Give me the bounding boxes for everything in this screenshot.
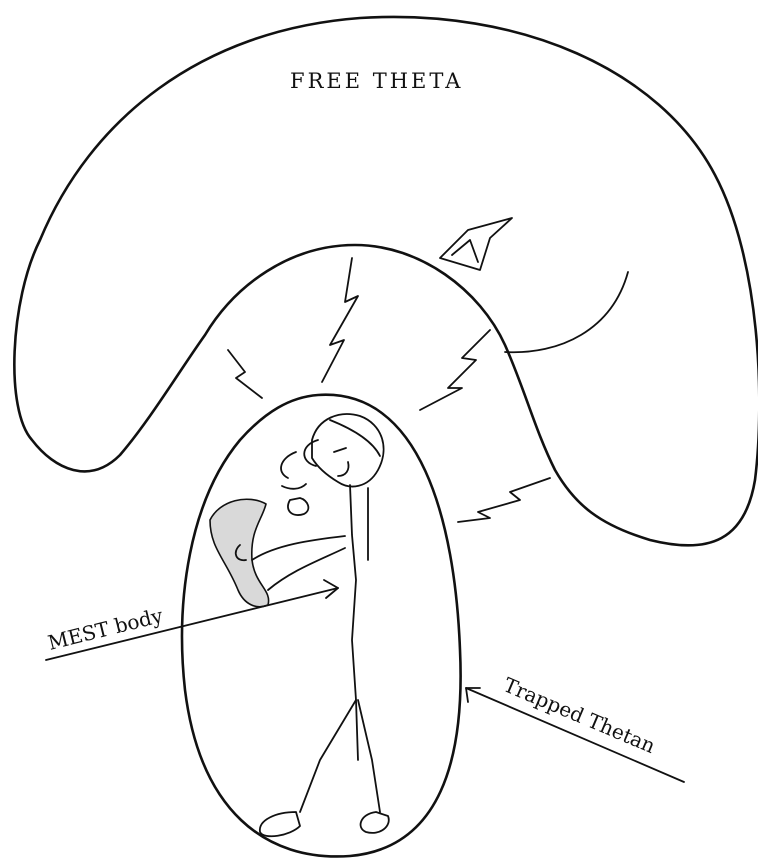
body-cheek [338, 462, 349, 476]
body-chin [288, 498, 308, 515]
trapped-thetan-oval [182, 395, 461, 857]
body-torso-front [350, 485, 358, 760]
body-eye [334, 448, 346, 452]
body-mouth [281, 452, 296, 478]
theta-inner-stroke [505, 272, 628, 352]
body-chin-line [282, 484, 306, 489]
body-sleeve [210, 499, 269, 606]
body-forearm-lower [268, 548, 345, 590]
mest-body-label: MEST body [45, 603, 165, 655]
body-right-foot [361, 812, 389, 833]
lightning-center [322, 258, 358, 382]
body-head [312, 414, 384, 486]
body-right-leg [358, 700, 380, 812]
diagram-title: FREE THETA [290, 69, 463, 93]
lightning-lower [458, 478, 550, 522]
trapped-thetan-label: Trapped Thetan [500, 673, 659, 759]
theta-wedge [440, 218, 512, 270]
lightning-right [420, 330, 490, 410]
body-forearm [252, 536, 345, 560]
body-left-leg [300, 700, 356, 812]
body-left-foot [260, 812, 300, 836]
lightning-left [228, 350, 262, 398]
free-theta-mass [14, 17, 758, 545]
